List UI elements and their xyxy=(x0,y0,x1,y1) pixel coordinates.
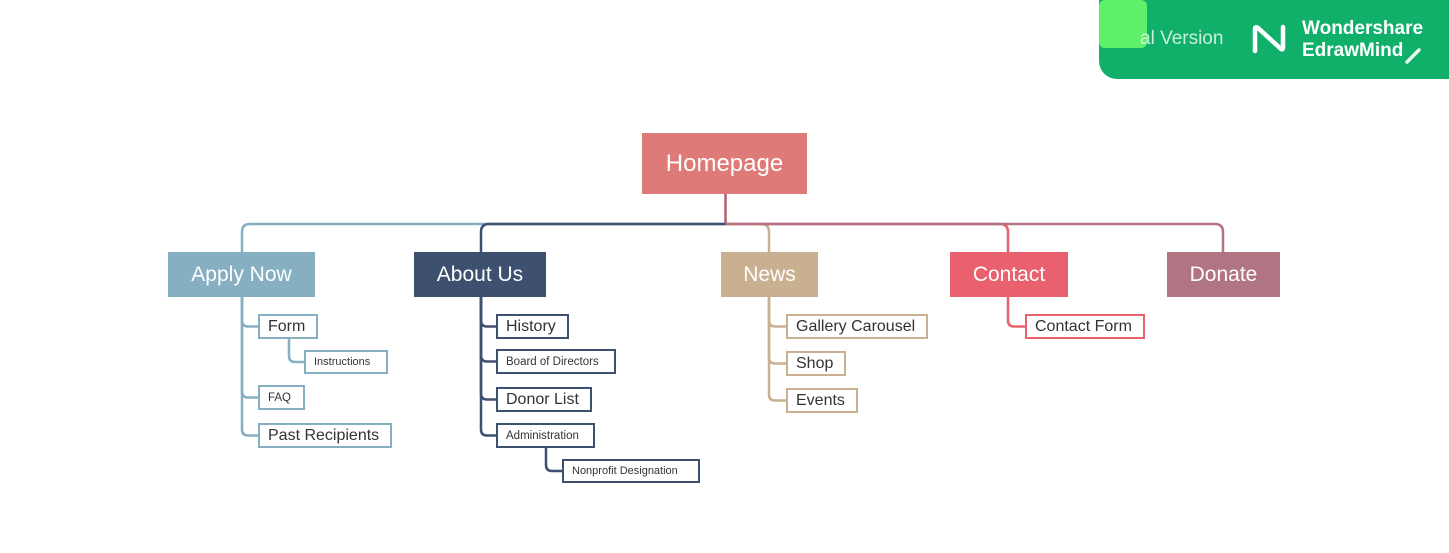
connector-about-us-child xyxy=(479,297,496,363)
node-label: History xyxy=(506,317,556,335)
node-label: Apply Now xyxy=(191,262,292,286)
branch-node-contact[interactable]: Contact xyxy=(950,252,1068,297)
connector-news-child xyxy=(767,297,786,328)
child-node[interactable]: Donor List xyxy=(496,387,592,412)
branch-node-news[interactable]: News xyxy=(721,252,818,297)
connector-contact-child xyxy=(1006,297,1025,328)
node-label: Instructions xyxy=(314,356,371,368)
node-label: Contact Form xyxy=(1035,317,1132,335)
badge-accent-square xyxy=(1099,0,1147,48)
root-node-homepage[interactable]: Homepage xyxy=(642,133,807,194)
node-label: Board of Directors xyxy=(506,355,599,368)
edrawmind-logo-icon xyxy=(1252,24,1286,54)
node-label: Homepage xyxy=(665,149,784,177)
node-label: Events xyxy=(796,391,845,409)
connector-apply-now xyxy=(240,222,726,252)
brand-name-line2: EdrawMind xyxy=(1302,40,1404,61)
connector-about-us-child xyxy=(479,297,496,328)
child-node[interactable]: Board of Directors xyxy=(496,349,616,374)
connector-about-us-child xyxy=(479,297,496,437)
node-label: About Us xyxy=(436,262,524,286)
connector-news xyxy=(725,222,771,252)
child-node[interactable]: Events xyxy=(786,388,858,413)
connector-about-us xyxy=(479,222,726,252)
child-node[interactable]: Past Recipients xyxy=(258,423,392,448)
node-label: Nonprofit Designation xyxy=(572,465,678,477)
node-label: Gallery Carousel xyxy=(796,317,916,335)
branch-node-apply-now[interactable]: Apply Now xyxy=(168,252,315,297)
node-label: Donate xyxy=(1189,262,1258,286)
node-label: FAQ xyxy=(268,391,292,404)
connector-apply-now-child xyxy=(240,297,258,399)
connector-grandchild xyxy=(544,448,562,473)
grandchild-node[interactable]: Nonprofit Designation xyxy=(562,459,700,483)
node-label: Form xyxy=(268,317,306,335)
connector-apply-now-child xyxy=(240,297,258,328)
connector-about-us-child xyxy=(479,297,496,401)
child-node[interactable]: Form xyxy=(258,314,318,339)
brand-name-line1: Wondershare xyxy=(1302,18,1424,39)
child-node[interactable]: Shop xyxy=(786,351,846,376)
node-label: Administration xyxy=(506,429,579,442)
child-node[interactable]: FAQ xyxy=(258,385,305,410)
branch-node-about-us[interactable]: About Us xyxy=(414,252,546,297)
child-node[interactable]: Contact Form xyxy=(1025,314,1145,339)
branch-node-donate[interactable]: Donate xyxy=(1167,252,1280,297)
connector-apply-now-child xyxy=(240,297,258,437)
connector-news-child xyxy=(767,297,786,365)
child-node[interactable]: History xyxy=(496,314,569,339)
connector-news-child xyxy=(767,297,786,402)
pen-icon xyxy=(1405,48,1421,64)
node-label: Contact xyxy=(972,262,1046,286)
grandchild-node[interactable]: Instructions xyxy=(304,350,388,374)
child-node[interactable]: Administration xyxy=(496,423,595,448)
trial-version-text: al Version xyxy=(1140,28,1224,49)
connector-grandchild xyxy=(287,339,304,364)
connector-donate xyxy=(725,222,1225,252)
node-label: Past Recipients xyxy=(268,426,380,444)
child-node[interactable]: Gallery Carousel xyxy=(786,314,928,339)
trial-watermark-badge[interactable] xyxy=(1099,0,1449,79)
node-label: News xyxy=(743,262,796,286)
node-label: Donor List xyxy=(506,390,579,408)
node-label: Shop xyxy=(796,354,834,372)
